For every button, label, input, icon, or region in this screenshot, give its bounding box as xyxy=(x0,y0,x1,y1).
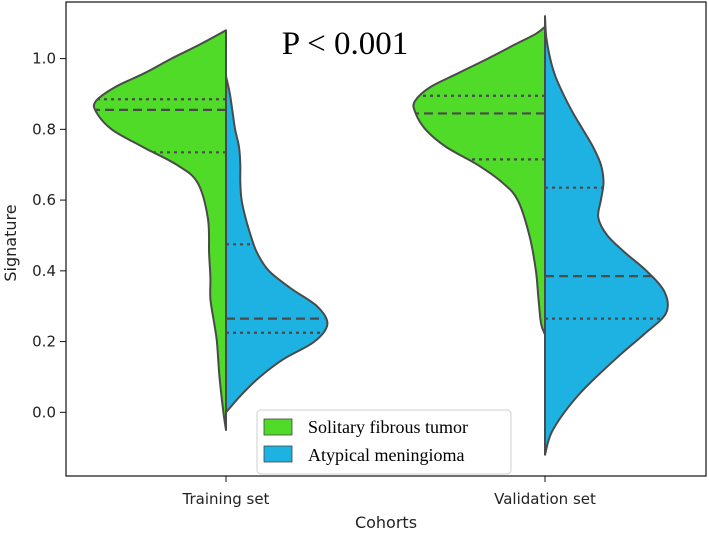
violin-atypical-meningioma-training-set xyxy=(225,75,329,414)
x-axis-label: Cohorts xyxy=(355,513,417,532)
y-tick-label: 0.2 xyxy=(32,333,56,351)
y-tick-label: 0.4 xyxy=(32,262,56,280)
plot-frame xyxy=(65,1,707,477)
legend: Solitary fibrous tumor Atypical meningio… xyxy=(256,409,512,475)
legend-label-solitary-fibrous-tumor: Solitary fibrous tumor xyxy=(308,417,468,437)
legend-box xyxy=(256,409,512,475)
legend-label-atypical-meningioma: Atypical meningioma xyxy=(308,445,464,465)
y-tick-label: 0.8 xyxy=(32,120,56,138)
violin-solitary-fibrous-tumor-training-set xyxy=(92,29,227,431)
x-tick-label-validation-set: Validation set xyxy=(494,490,596,508)
legend-swatch-solitary-fibrous-tumor xyxy=(263,418,293,436)
y-tick-label: 0.6 xyxy=(32,191,56,209)
y-tick-label: 1.0 xyxy=(32,50,56,68)
violin-solitary-fibrous-tumor-validation-set xyxy=(412,25,546,336)
p-value-annotation: P < 0.001 xyxy=(282,26,409,62)
violins xyxy=(92,15,669,456)
quartile-lines xyxy=(96,16,661,455)
violin-atypical-meningioma-validation-set xyxy=(544,15,669,456)
x-axis-ticks: Training set Validation set xyxy=(182,476,596,508)
y-tick-label: 0.0 xyxy=(32,403,56,421)
y-axis-ticks: 0.0 0.2 0.4 0.6 0.8 1.0 xyxy=(32,50,66,421)
x-tick-label-training-set: Training set xyxy=(182,490,270,508)
y-axis-label: Signature xyxy=(1,204,20,281)
legend-swatch-atypical-meningioma xyxy=(263,445,293,463)
